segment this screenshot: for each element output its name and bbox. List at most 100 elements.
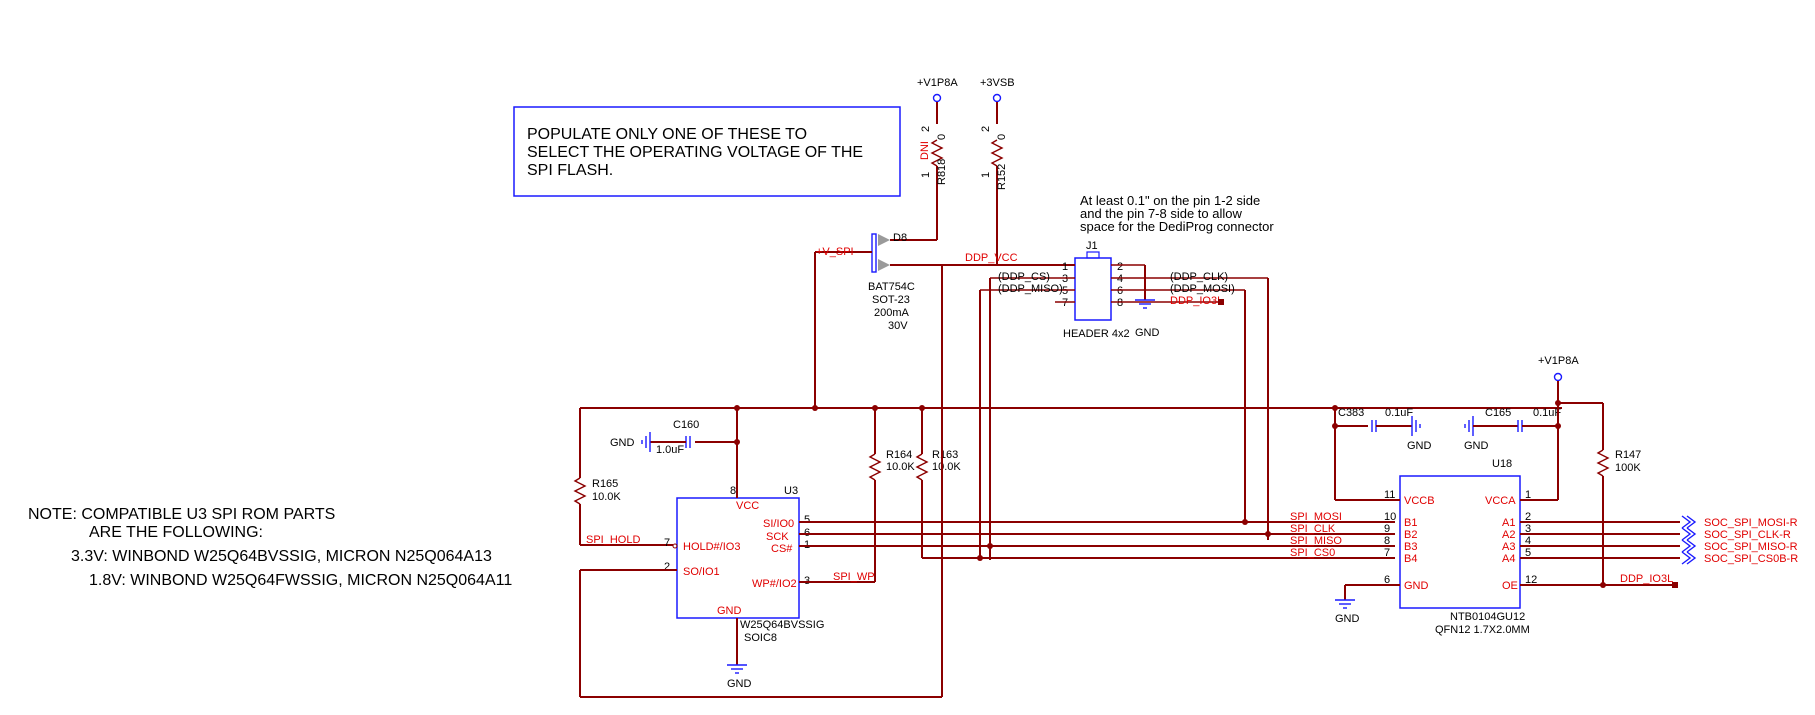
u18-a2-pin: A2 — [1502, 529, 1515, 541]
u18-pin3: 3 — [1525, 523, 1531, 535]
r165-value: 10.0K — [592, 491, 621, 503]
populate-note-line3: SPI FLASH. — [527, 162, 613, 179]
j1-pin8: 8 — [1117, 297, 1123, 309]
u18-pin10: 10 — [1384, 511, 1396, 523]
u18-b3-pin: B3 — [1404, 541, 1417, 553]
u18-b4-pin: B4 — [1404, 553, 1417, 565]
c383-gnd-label: GND — [1407, 440, 1432, 452]
d8-ref: D8 — [893, 232, 907, 244]
u18-pin5: 5 — [1525, 547, 1531, 559]
soc-cs-port-icon — [1681, 551, 1697, 565]
r165-ref: R165 — [592, 478, 618, 490]
soc-miso-port-icon — [1681, 539, 1697, 553]
j1-ref: J1 — [1086, 240, 1098, 252]
populate-note-line2: SELECT THE OPERATING VOLTAGE OF THE — [527, 144, 863, 161]
diode-d8: D8 BAT754C SOT-23 200mA 30V — [815, 232, 997, 332]
c160-gnd-label: GND — [610, 437, 635, 449]
r152-pin2: 2 — [980, 126, 992, 132]
u3-gnd-label: GND — [727, 678, 752, 690]
compat-note-1v8: 1.8V: WINBOND W25Q64FWSSIG, MICRON N25Q0… — [89, 572, 512, 589]
net-ddp-mosi-label: (DDP_MOSI) — [1170, 283, 1235, 295]
soc-mosi-port-icon — [1681, 515, 1697, 529]
u3-ref: U3 — [784, 485, 798, 497]
r152-pin1: 1 — [980, 172, 992, 178]
populate-note-line1: POPULATE ONLY ONE OF THESE TO — [527, 126, 807, 143]
u18-a4-pin: A4 — [1502, 553, 1515, 565]
j1-gnd-label: GND — [1135, 327, 1160, 339]
j1-note-line1: At least 0.1" on the pin 1-2 side — [1080, 193, 1260, 208]
u18-pin8: 8 — [1384, 535, 1390, 547]
u3-vcc-pin: VCC — [736, 500, 759, 512]
soc-spi-mosi-label: SOC_SPI_MOSI-R — [1704, 517, 1798, 529]
c383-ref: C383 — [1338, 407, 1364, 419]
u18-ref: U18 — [1492, 458, 1512, 470]
r164-value: 10.0K — [886, 461, 915, 473]
capacitor-c165: C165 0.1uF GND — [1464, 407, 1561, 452]
net-ddp-miso-label: (DDP_MISO) — [998, 283, 1063, 295]
u3-hold-pin: HOLD#/IO3 — [683, 541, 740, 553]
soc-spi-clk-label: SOC_SPI_CLK-R — [1704, 529, 1791, 541]
capacitor-c383: C383 0.1uF GND — [1332, 407, 1432, 500]
compat-note-3v3: 3.3V: WINBOND W25Q64BVSSIG, MICRON N25Q0… — [71, 548, 492, 565]
resistor-r152: 2 0 R152 1 — [980, 126, 1008, 265]
u18-a3-pin: A3 — [1502, 541, 1515, 553]
u3-si-pin: SI/IO0 — [763, 518, 794, 530]
j1-gnd-symbol: GND — [1135, 265, 1160, 339]
r818-pin1: 1 — [920, 172, 932, 178]
u3-pin2: 2 — [664, 561, 670, 573]
j1-pin3: 3 — [1062, 273, 1068, 285]
u18-pin12: 12 — [1525, 574, 1537, 586]
d8-current: 200mA — [874, 307, 910, 319]
compatibility-note: NOTE: COMPATIBLE U3 SPI ROM PARTS ARE TH… — [28, 506, 512, 589]
net-spi-mosi-label: SPI_MOSI — [1290, 511, 1342, 523]
rail-v1p8a-top: +V1P8A — [917, 77, 958, 124]
j1-pin7: 7 — [1062, 297, 1068, 309]
rail-v1p8a-label: +V1P8A — [917, 77, 958, 89]
rail-3vsb: +3VSB — [980, 77, 1015, 124]
u18-pin4: 4 — [1525, 535, 1531, 547]
u3-part: W25Q64BVSSIG — [740, 619, 824, 631]
d8-voltage: 30V — [888, 320, 908, 332]
rail-v1p8a-right: +V1P8A — [1538, 355, 1604, 500]
u3-cs-pin: CS# — [771, 543, 793, 555]
u3-gnd-symbol: GND — [727, 618, 752, 690]
ddp-io3l-port-icon — [1218, 299, 1224, 305]
net-ddp-io3l-oe-label: DDP_IO3L — [1620, 573, 1673, 585]
resistor-r165: R165 10.0K SPI_HOLD — [573, 408, 673, 546]
u18-b1-pin: B1 — [1404, 517, 1417, 529]
soc-spi-miso-label: SOC_SPI_MISO-R — [1704, 541, 1798, 553]
net-spi-clk-label: SPI_CLK — [1290, 523, 1336, 535]
r818-value: 0 — [936, 134, 948, 140]
rail-3vsb-label: +3VSB — [980, 77, 1015, 89]
j1-pin5: 5 — [1062, 285, 1068, 297]
r163-value: 10.0K — [932, 461, 961, 473]
r163-ref: R163 — [932, 449, 958, 461]
u18-oe-pin: OE — [1502, 580, 1518, 592]
u18-pin2: 2 — [1525, 511, 1531, 523]
u18-b2-pin: B2 — [1404, 529, 1417, 541]
u18-pin7: 7 — [1384, 547, 1390, 559]
net-ddp-io3l-label: DDP_IO3L — [1170, 295, 1223, 307]
resistor-r163: R163 10.0K — [915, 408, 961, 558]
u18-pin1: 1 — [1525, 489, 1531, 501]
chip-u3: U3 VCC 8 HOLD#/IO3 7 SO/IO1 2 SI/IO0 SCK… — [655, 485, 824, 644]
c160-ref: C160 — [673, 419, 699, 431]
u3-sck-pin: SCK — [766, 531, 789, 543]
net-v-spi-label: +V_SPI — [816, 246, 854, 258]
u3-gnd-pin: GND — [717, 605, 742, 617]
populate-note-box: POPULATE ONLY ONE OF THESE TO SELECT THE… — [513, 106, 901, 197]
resistor-r164: R164 10.0K — [868, 408, 915, 582]
u18-gnd-label: GND — [1335, 613, 1360, 625]
j1-note-line2: and the pin 7-8 side to allow — [1080, 206, 1242, 221]
j1-pin2: 2 — [1117, 261, 1123, 273]
u18-part: NTB0104GU12 — [1450, 611, 1525, 623]
net-spi-miso-label: SPI_MISO — [1290, 535, 1342, 547]
net-ddp-vcc-label: DDP_VCC — [965, 252, 1018, 264]
j1-note-line3: space for the DediProg connector — [1080, 219, 1274, 234]
net-ddp-cs-label: (DDP_CS) — [998, 271, 1050, 283]
connector-j1: At least 0.1" on the pin 1-2 side and th… — [1062, 193, 1274, 340]
u3-package: SOIC8 — [744, 632, 777, 644]
c165-gnd-label: GND — [1464, 440, 1489, 452]
u3-pin8: 8 — [730, 485, 736, 497]
